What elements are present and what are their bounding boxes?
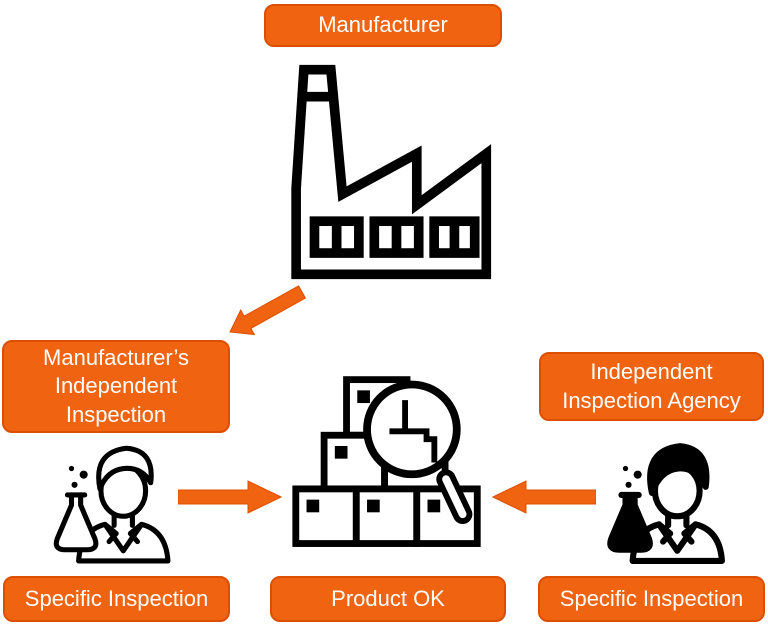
arrow-right-icon bbox=[178, 480, 282, 514]
factory-icon bbox=[291, 64, 492, 280]
manufacturer-inspection-node: Manufacturer’s Independent Inspection bbox=[2, 340, 230, 433]
product-ok-node: Product OK bbox=[270, 576, 506, 622]
stacked-boxes-magnifier-icon bbox=[292, 376, 481, 547]
scientist-with-flask-filled-icon bbox=[607, 443, 725, 564]
arrow-left-icon bbox=[492, 480, 596, 514]
independent-agency-node: Independent Inspection Agency bbox=[539, 352, 764, 421]
scientist-with-flask-outline-icon bbox=[53, 445, 171, 564]
arrow-down-left-icon bbox=[229, 285, 307, 336]
specific-inspection-left-node: Specific Inspection bbox=[3, 576, 230, 622]
specific-inspection-right-node: Specific Inspection bbox=[538, 576, 765, 622]
manufacturer-node: Manufacturer bbox=[264, 4, 502, 47]
